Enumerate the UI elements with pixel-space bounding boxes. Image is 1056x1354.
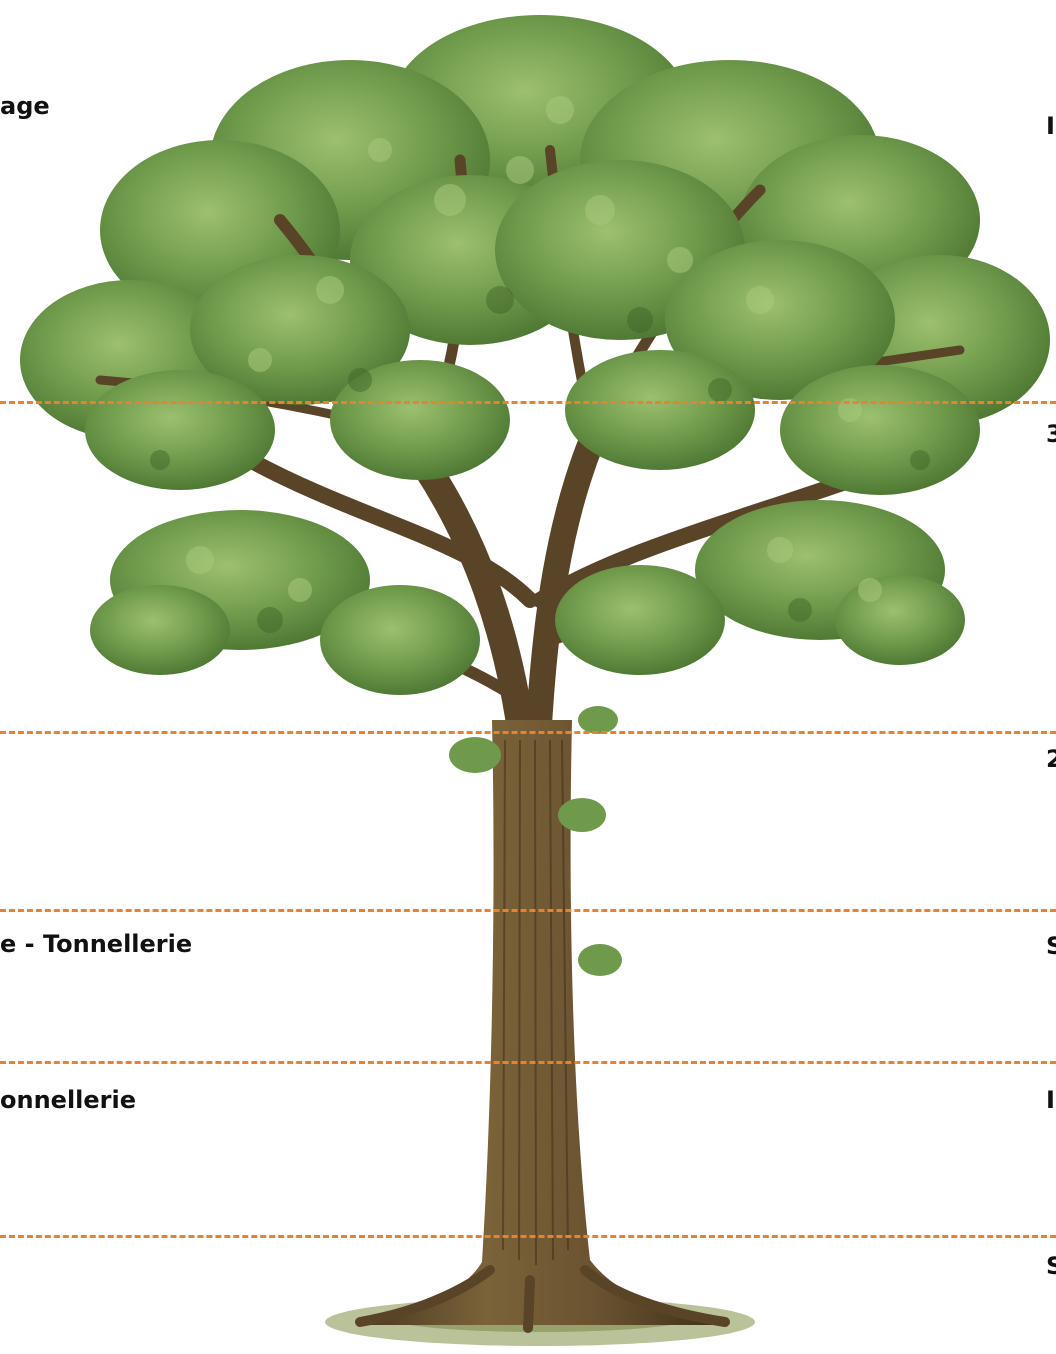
right-label: 2 bbox=[1046, 745, 1056, 773]
trunk bbox=[360, 720, 720, 1325]
section-divider bbox=[0, 1235, 1056, 1238]
section-divider bbox=[0, 909, 1056, 912]
right-label: 3 bbox=[1046, 420, 1056, 448]
trunk-tufts bbox=[449, 706, 622, 976]
section-divider bbox=[0, 401, 1056, 404]
canopy-front bbox=[85, 160, 980, 695]
right-label: S bbox=[1046, 1252, 1056, 1280]
roots bbox=[355, 1265, 730, 1333]
right-label: S bbox=[1046, 932, 1056, 960]
left-label: age bbox=[0, 92, 50, 120]
right-label: I bbox=[1046, 1086, 1055, 1114]
right-label: I bbox=[1046, 112, 1055, 140]
leaf-texture bbox=[186, 96, 882, 602]
section-divider bbox=[0, 1061, 1056, 1064]
left-label: e - Tonnellerie bbox=[0, 930, 193, 958]
left-label: onnellerie bbox=[0, 1086, 137, 1114]
section-divider bbox=[0, 731, 1056, 734]
